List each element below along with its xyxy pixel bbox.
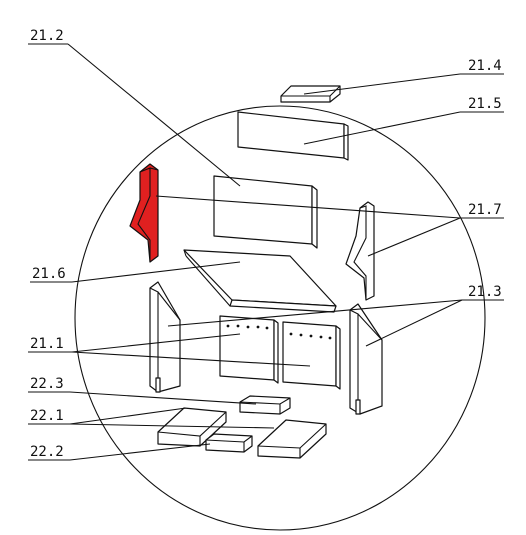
- label-22-1: 22.1: [30, 408, 64, 424]
- part-21-1-left-slab[interactable]: [219, 315, 279, 384]
- part-21-3-left-wall[interactable]: [149, 281, 181, 393]
- part-21-4[interactable]: [280, 85, 341, 103]
- label-21-5: 21.5: [468, 96, 502, 112]
- part-21-5[interactable]: [237, 111, 349, 161]
- part-22-2[interactable]: [205, 433, 253, 453]
- highlight-shape: [129, 163, 159, 263]
- label-21-6: 21.6: [32, 266, 66, 282]
- part-21-7-left-highlighted[interactable]: [129, 163, 159, 263]
- part-22-1-right-brick[interactable]: [257, 419, 327, 459]
- part-21-1-right-slab[interactable]: [282, 321, 341, 390]
- label-21-7: 21.7: [468, 202, 502, 218]
- part-21-6[interactable]: [183, 249, 337, 313]
- part-21-7-right[interactable]: [345, 201, 375, 301]
- label-21-4: 21.4: [468, 58, 502, 74]
- part-21-2[interactable]: [213, 175, 318, 249]
- label-21-3: 21.3: [468, 284, 502, 300]
- part-21-3-right-wall[interactable]: [349, 303, 383, 415]
- part-22-3[interactable]: [239, 395, 291, 415]
- leader-lines: [28, 43, 504, 461]
- label-21-2: 21.2: [30, 28, 64, 44]
- label-22-3: 22.3: [30, 376, 64, 392]
- label-22-2: 22.2: [30, 444, 64, 460]
- label-21-1: 21.1: [30, 336, 64, 352]
- assembly-outline: [74, 105, 486, 531]
